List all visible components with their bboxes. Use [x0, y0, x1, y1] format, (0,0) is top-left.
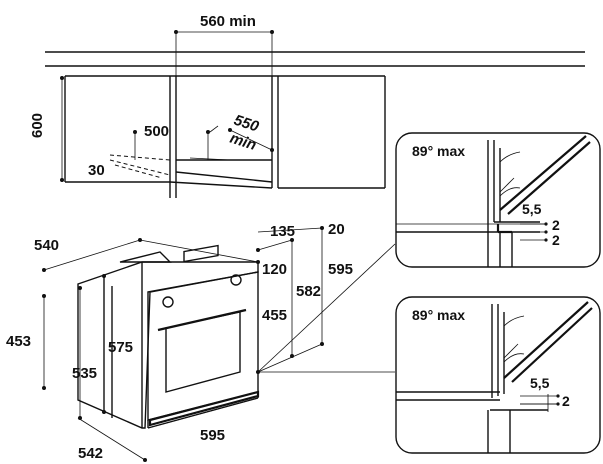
- dim-dot: [102, 410, 106, 414]
- dim-dot: [270, 30, 274, 34]
- dim-angle-30: 30: [88, 162, 105, 179]
- dim-dot: [544, 230, 548, 234]
- dim-dot: [270, 148, 274, 152]
- dim-453: 453: [6, 333, 31, 350]
- dim-dot: [60, 178, 64, 182]
- dim-595-vertical: 595: [328, 261, 353, 278]
- dim-dot: [174, 30, 178, 34]
- dim-opening-500: 500: [144, 123, 169, 140]
- dim-dot: [256, 370, 260, 374]
- dim-dot: [138, 238, 142, 242]
- dim-width-min: 560 min: [200, 13, 256, 30]
- oven-dimension-lines: [43, 227, 396, 461]
- dim-542: 542: [78, 445, 103, 462]
- detail-bottom-angle: 89° max: [412, 307, 465, 323]
- dim-dot: [42, 386, 46, 390]
- dim-540: 540: [34, 237, 59, 254]
- dim-135: 135: [270, 223, 295, 240]
- dim-120: 120: [262, 261, 287, 278]
- dim-595-width: 595: [200, 427, 225, 444]
- dim-dot: [256, 248, 260, 252]
- dim-dot: [320, 226, 324, 230]
- dim-dot: [102, 274, 106, 278]
- detail-bottom-5-5: 5,5: [530, 375, 550, 391]
- dim-dot: [290, 238, 294, 242]
- detail-top-5-5: 5,5: [522, 201, 542, 217]
- oven-3d-view: [77, 244, 260, 429]
- detail-top-2b: 2: [552, 232, 560, 248]
- detail-box-bottom: [395, 296, 601, 454]
- dim-dot: [556, 394, 560, 398]
- dim-dot: [290, 354, 294, 358]
- dim-dot: [556, 402, 560, 406]
- detail-box-top: [395, 132, 601, 268]
- dim-dot: [133, 130, 137, 134]
- dim-582: 582: [296, 283, 321, 300]
- dim-dot: [544, 222, 548, 226]
- dim-dot: [143, 458, 147, 462]
- dim-535: 535: [72, 365, 97, 382]
- dim-dot: [42, 294, 46, 298]
- dim-dot: [78, 286, 82, 290]
- dim-dot: [544, 238, 548, 242]
- dim-20: 20: [328, 221, 345, 238]
- dim-dot: [256, 260, 260, 264]
- dim-dot: [228, 128, 232, 132]
- cabinet-niche-view: [45, 30, 585, 198]
- detail-bottom-2: 2: [562, 393, 570, 409]
- dim-dot: [60, 76, 64, 80]
- detail-top-2a: 2: [552, 217, 560, 233]
- detail-top-angle: 89° max: [412, 143, 465, 159]
- dim-455: 455: [262, 307, 287, 324]
- dim-dot: [78, 416, 82, 420]
- dim-575: 575: [108, 339, 133, 356]
- dim-height-600: 600: [29, 113, 46, 138]
- dim-dot: [42, 268, 46, 272]
- dim-dot: [320, 342, 324, 346]
- dim-dot: [206, 130, 210, 134]
